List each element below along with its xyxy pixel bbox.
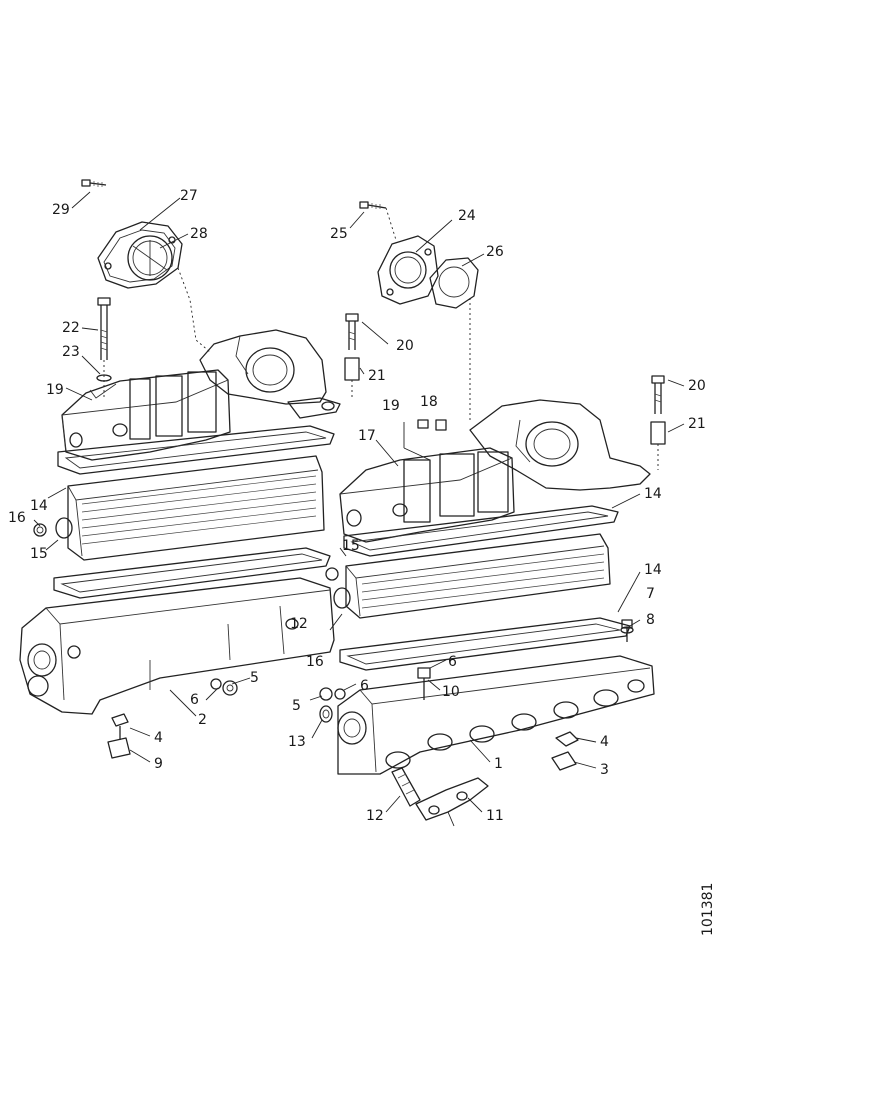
right-cooler-core [333, 533, 611, 619]
callout-26: 26 [486, 244, 504, 260]
callout-2: 2 [198, 712, 207, 728]
right-assembly [309, 201, 685, 827]
callout-29: 29 [52, 202, 70, 218]
callout-21-side: 21 [688, 416, 706, 432]
callout-17: 17 [358, 428, 376, 444]
callout-14-right-upper: 14 [644, 486, 662, 502]
figure-id: 101381 [700, 883, 716, 936]
callout-13: 13 [288, 734, 306, 750]
left-lower-housing [19, 567, 339, 715]
left-cooler-core [33, 455, 325, 561]
callout-12-right: 12 [366, 808, 384, 824]
callout-14-left: 14 [30, 498, 48, 514]
callout-28: 28 [190, 226, 208, 242]
right-bolt-20-upper [344, 313, 360, 400]
callout-21-upper: 21 [368, 368, 386, 384]
callout-16-right: 16 [306, 654, 324, 670]
callout-20-upper: 20 [396, 338, 414, 354]
callout-7: 7 [646, 586, 655, 602]
callout-20-side: 20 [688, 378, 706, 394]
callout-5-left: 5 [250, 670, 259, 686]
right-parts-3-4 [551, 731, 579, 771]
left-small-fittings [107, 678, 238, 759]
right-flange-24 [377, 235, 439, 305]
right-pipe-12 [391, 767, 421, 807]
callout-5-right: 5 [292, 698, 301, 714]
callouts: 29 27 28 22 23 19 14 16 15 25 24 26 20 2… [8, 188, 706, 824]
callout-15-left: 15 [30, 546, 48, 562]
left-elbow-housing [199, 329, 341, 419]
callout-1: 1 [494, 756, 503, 772]
right-bolt-26 [359, 201, 397, 241]
callout-18: 18 [420, 394, 438, 410]
callout-19-right: 19 [382, 398, 400, 414]
callout-24: 24 [458, 208, 476, 224]
left-gasket-upper [57, 425, 335, 475]
callout-4-left: 4 [154, 730, 163, 746]
right-small-fittings [319, 667, 431, 723]
callout-25: 25 [330, 226, 348, 242]
callout-22: 22 [62, 320, 80, 336]
callout-10: 10 [442, 684, 460, 700]
right-fittings-18-19 [403, 419, 447, 461]
left-upper-housing [61, 369, 231, 461]
callout-14-right-lower: 14 [644, 562, 662, 578]
callout-11: 11 [486, 808, 504, 824]
left-gasket-lower [53, 547, 331, 599]
left-leader-lines [33, 191, 251, 763]
left-assembly [19, 179, 341, 763]
left-flange-plate [97, 221, 183, 289]
callout-4-right: 4 [600, 734, 609, 750]
left-bolt-22 [96, 297, 112, 400]
right-elbow-housing [469, 399, 651, 491]
callout-15-right: 15 [342, 538, 360, 554]
right-plate-11 [415, 777, 489, 827]
callout-23: 23 [62, 344, 80, 360]
right-gasket-upper [343, 505, 619, 557]
right-gasket-25 [429, 257, 479, 420]
callout-6-left: 6 [190, 692, 199, 708]
right-leader-lines [309, 211, 685, 813]
right-bolt-20-side [650, 375, 666, 470]
callout-9: 9 [154, 756, 163, 772]
callout-19-left: 19 [46, 382, 64, 398]
right-bolt-7-8 [620, 619, 634, 642]
callout-3: 3 [600, 762, 609, 778]
callout-6-right: 6 [360, 678, 369, 694]
callout-16-left: 16 [8, 510, 26, 526]
callout-27: 27 [180, 188, 198, 204]
right-upper-housing [339, 447, 515, 543]
right-gasket-lower [339, 617, 631, 671]
right-lower-manifold [337, 655, 655, 775]
callout-8: 8 [646, 612, 655, 628]
callout-12-left: 12 [290, 616, 308, 632]
callout-6-mid: 6 [448, 654, 457, 670]
left-bolt-29 [81, 179, 107, 187]
